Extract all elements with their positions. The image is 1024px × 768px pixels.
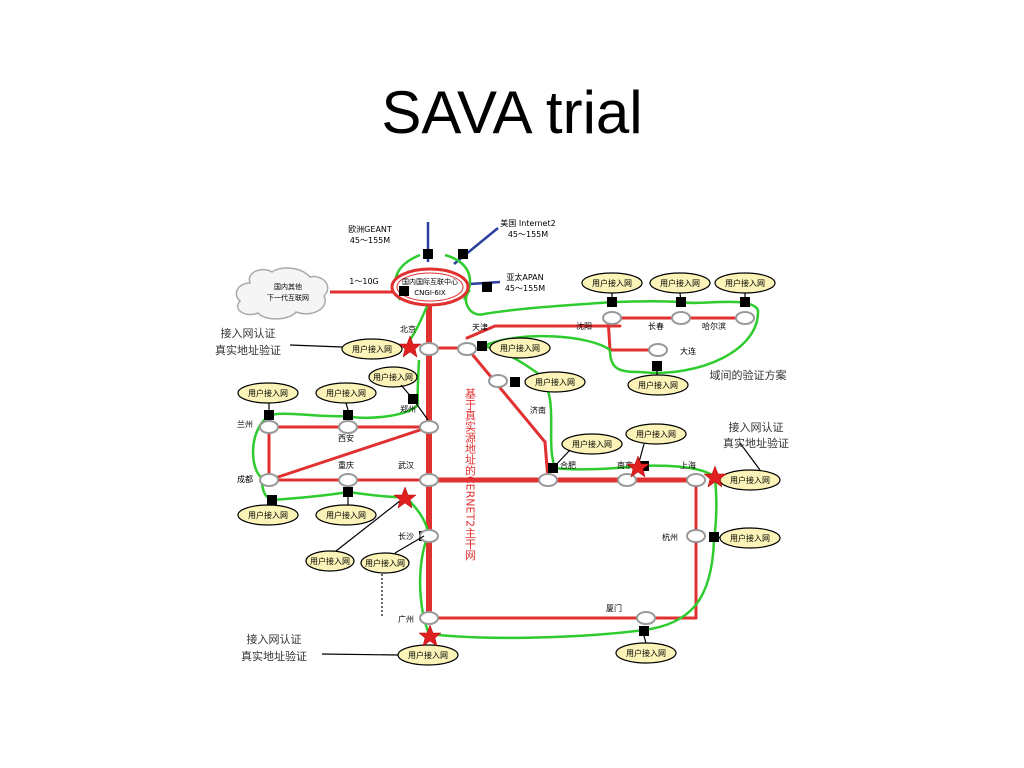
- access-net-label: 用户接入网: [730, 533, 770, 543]
- city-nanjing: 南京: [617, 460, 633, 470]
- access-net-label: 用户接入网: [638, 380, 678, 390]
- city-changsha: 长沙: [398, 531, 414, 541]
- city-changchun: 长春: [648, 321, 664, 331]
- access-net-label: 用户接入网: [535, 377, 575, 387]
- city-jinan: 济南: [530, 405, 546, 415]
- access-net-label: 用户接入网: [592, 278, 632, 288]
- access-net-label: 用户接入网: [636, 429, 676, 439]
- access-net-label: 用户接入网: [352, 344, 392, 354]
- annotation-access-auth-bottom-1: 接入网认证: [247, 633, 302, 646]
- connectors: [268, 292, 761, 656]
- star-icon: [703, 465, 727, 488]
- city-chengdu: 成都: [237, 474, 253, 484]
- access-net-label: 用户接入网: [408, 650, 448, 660]
- city-tianjin: 天津: [472, 322, 488, 332]
- city-xiamen: 厦门: [606, 603, 622, 613]
- annotation-access-auth-bottom-2: 真实地址验证: [241, 649, 307, 663]
- access-net-label: 用户接入网: [373, 372, 413, 382]
- city-chongqing: 重庆: [338, 460, 354, 470]
- slide-title: SAVA trial: [381, 79, 643, 146]
- city-guangzhou: 广州: [398, 614, 414, 624]
- geant-label: 欧洲GEANT: [348, 224, 392, 234]
- access-net-label: 用户接入网: [500, 343, 540, 353]
- sava-stars: [393, 335, 727, 647]
- city-xian: 西安: [338, 433, 354, 443]
- city-beijing: 北京: [400, 324, 416, 334]
- cloud-label-2: 下一代互联网: [267, 293, 309, 302]
- access-net-label: 用户接入网: [326, 388, 366, 398]
- access-net-label: 用户接入网: [626, 648, 666, 658]
- backbone-vertical-label: 基于真实源地址的CERNET2主干网: [464, 388, 477, 561]
- city-lanzhou: 兰州: [237, 419, 253, 429]
- ix-label-2: CNGI-6IX: [414, 289, 446, 297]
- apan-label: 亚太APAN: [506, 272, 543, 282]
- access-net-label: 用户接入网: [248, 388, 288, 398]
- access-net-label: 用户接入网: [365, 558, 405, 568]
- city-zhengzhou: 郑州: [400, 404, 416, 414]
- city-hangzhou: 杭州: [662, 532, 678, 542]
- access-net-label: 用户接入网: [326, 510, 366, 520]
- star-icon: [398, 335, 422, 358]
- star-icon: [393, 486, 417, 509]
- access-net-label: 用户接入网: [660, 278, 700, 288]
- switches: [264, 249, 750, 636]
- annotation-access-auth-2: 真实地址验证: [215, 343, 281, 357]
- access-networks: 用户接入网 用户接入网 用户接入网 用户接入网 用户接入网 用户接入网 用户接入…: [237, 272, 781, 666]
- annotation-inter-domain: 域间的验证方案: [710, 368, 787, 382]
- annotation-access-auth-1: 接入网认证: [221, 327, 276, 340]
- city-shenyang: 沈阳: [576, 321, 592, 331]
- cloud-label-1: 国内其他: [274, 282, 302, 291]
- ix-center: 国内国际互联中心 CNGI-6IX: [390, 267, 470, 307]
- cloud: 国内其他 下一代互联网: [235, 267, 329, 320]
- city-dalian: 大连: [680, 346, 696, 356]
- cloud-link-label: 1～10G: [349, 277, 378, 286]
- access-net-label: 用户接入网: [730, 475, 770, 485]
- city-wuhan: 武汉: [398, 460, 414, 470]
- geant-rate: 45～155M: [350, 236, 390, 245]
- city-shanghai: 上海: [680, 460, 696, 470]
- star-icon: [418, 624, 442, 647]
- ix-label-1: 国内国际互联中心: [402, 277, 458, 286]
- city-hefei: 合肥: [560, 460, 576, 470]
- internet2-rate: 45～155M: [508, 230, 548, 239]
- annotation-access-auth-right-1: 接入网认证: [729, 421, 784, 434]
- apan-rate: 45～155M: [505, 284, 545, 293]
- access-net-label: 用户接入网: [310, 556, 350, 566]
- annotation-access-auth-right-2: 真实地址验证: [723, 436, 789, 450]
- access-net-label: 用户接入网: [248, 510, 288, 520]
- access-net-label: 用户接入网: [725, 278, 765, 288]
- star-icon: [626, 455, 650, 478]
- city-harbin: 哈尔滨: [702, 321, 726, 331]
- internet2-label: 美国 Internet2: [500, 218, 555, 228]
- access-net-label: 用户接入网: [572, 439, 612, 449]
